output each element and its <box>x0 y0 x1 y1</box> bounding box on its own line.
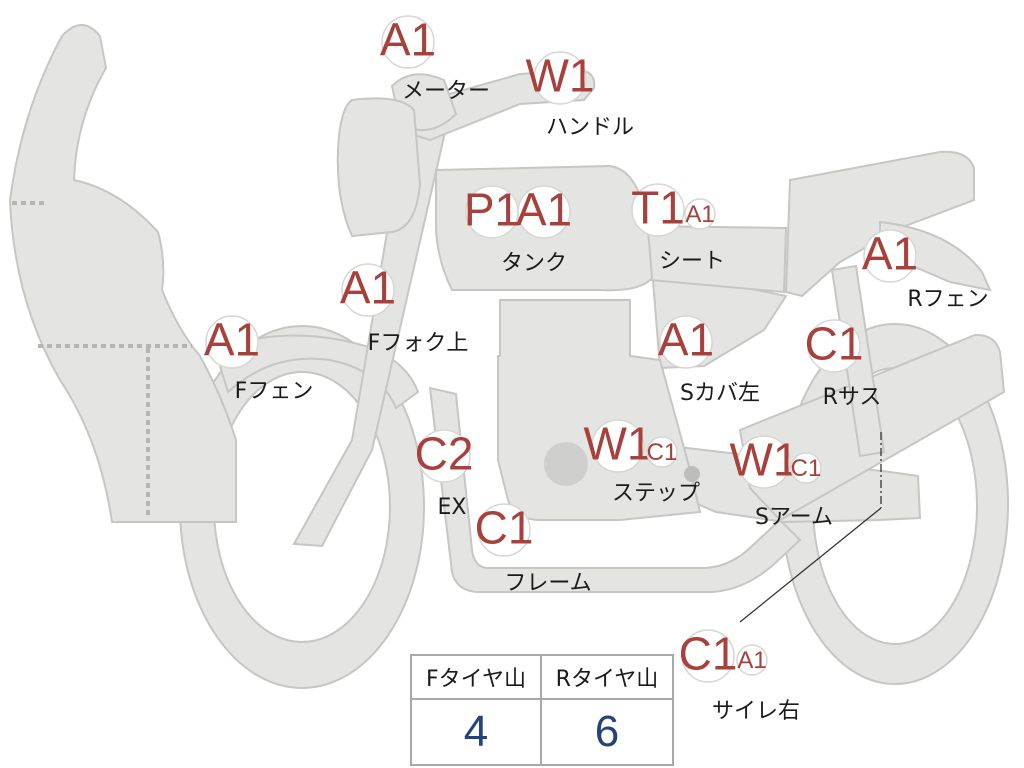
fairing-shape <box>8 24 237 523</box>
part-label: メーター <box>402 79 490 104</box>
frame-shape <box>428 386 802 593</box>
part-label: タンク <box>501 251 567 276</box>
grade-badge-circle <box>736 644 768 676</box>
grade-badge-circle <box>417 429 471 483</box>
grade-badge-circle <box>807 319 861 373</box>
part-label: Sアーム <box>755 505 833 530</box>
grade-badge-circle <box>477 503 531 557</box>
part-label: Sカバ左 <box>680 381 760 406</box>
grade-badge: P1 <box>464 184 520 236</box>
part-label: ステップ <box>612 481 700 506</box>
grade-badge-circle <box>533 51 587 105</box>
grade-badge: T1 <box>631 182 685 234</box>
rear-suspension-shape <box>830 264 886 458</box>
headlight-shape <box>336 97 422 238</box>
rear-tire-value: 6 <box>594 707 620 756</box>
rear-tire-header: Rタイヤ山 <box>542 656 672 700</box>
part-label: Fフェン <box>235 379 314 404</box>
part-handle: W1 ハンドル <box>526 50 635 140</box>
part-label: フレーム <box>504 571 591 596</box>
grade-badge-circle <box>517 185 571 239</box>
grade-badge-circle <box>646 436 678 468</box>
grade-badge: A1 <box>516 184 572 236</box>
grade-badge: C1 <box>791 455 822 482</box>
grade-badge-circle <box>591 419 645 473</box>
fairing-trim-lower <box>38 344 192 516</box>
tire-tread-table: Fタイヤ山 Rタイヤ山 4 6 <box>410 654 674 766</box>
grade-badge: A1 <box>737 647 766 674</box>
front-tire-value: 4 <box>412 700 542 764</box>
grade-badge-circle <box>684 198 716 230</box>
part-label: Rフェン <box>907 287 988 312</box>
grade-badge-circle <box>790 452 822 484</box>
part-label: Rサス <box>823 385 882 410</box>
part-frame: C1 フレーム <box>475 502 592 596</box>
part-label: サイレ右 <box>712 699 800 724</box>
grade-badge: A1 <box>380 14 436 66</box>
grade-badge: A1 <box>204 314 260 366</box>
part-label: シート <box>659 249 725 274</box>
grade-badge: C1 <box>475 502 534 554</box>
grade-badge: A1 <box>862 228 918 280</box>
grade-badge-circle <box>863 229 917 283</box>
grade-badge: W1 <box>526 50 595 102</box>
grade-badge-circle <box>631 183 685 237</box>
grade-badge: W1 <box>584 418 653 470</box>
grade-badge-circle <box>659 315 713 369</box>
engine-bolt <box>684 466 700 482</box>
grade-badge-circle <box>205 315 259 369</box>
grade-badge: A1 <box>340 262 396 314</box>
part-label: ハンドル <box>546 115 634 140</box>
engine-cover <box>544 442 588 486</box>
grade-badge: A1 <box>658 314 714 366</box>
part-label: Fフォク上 <box>368 331 469 356</box>
grade-badge: W1 <box>730 434 799 486</box>
grade-badge: C1 <box>805 318 864 370</box>
grade-badge-circle <box>681 629 735 683</box>
grade-badge: C2 <box>415 428 474 480</box>
part-label: EX <box>438 495 467 520</box>
grade-badge: C1 <box>679 628 738 680</box>
part-meter: A1 メーター <box>380 14 490 104</box>
grade-badge-circle <box>341 263 395 317</box>
grade-badge: C1 <box>647 439 678 466</box>
muffler-leader-line-2 <box>739 507 882 623</box>
front-tire-header: Fタイヤ山 <box>412 656 542 700</box>
grade-badge-circle <box>737 435 791 489</box>
grade-badge: A1 <box>685 201 714 228</box>
grade-badge-circle <box>381 15 435 69</box>
